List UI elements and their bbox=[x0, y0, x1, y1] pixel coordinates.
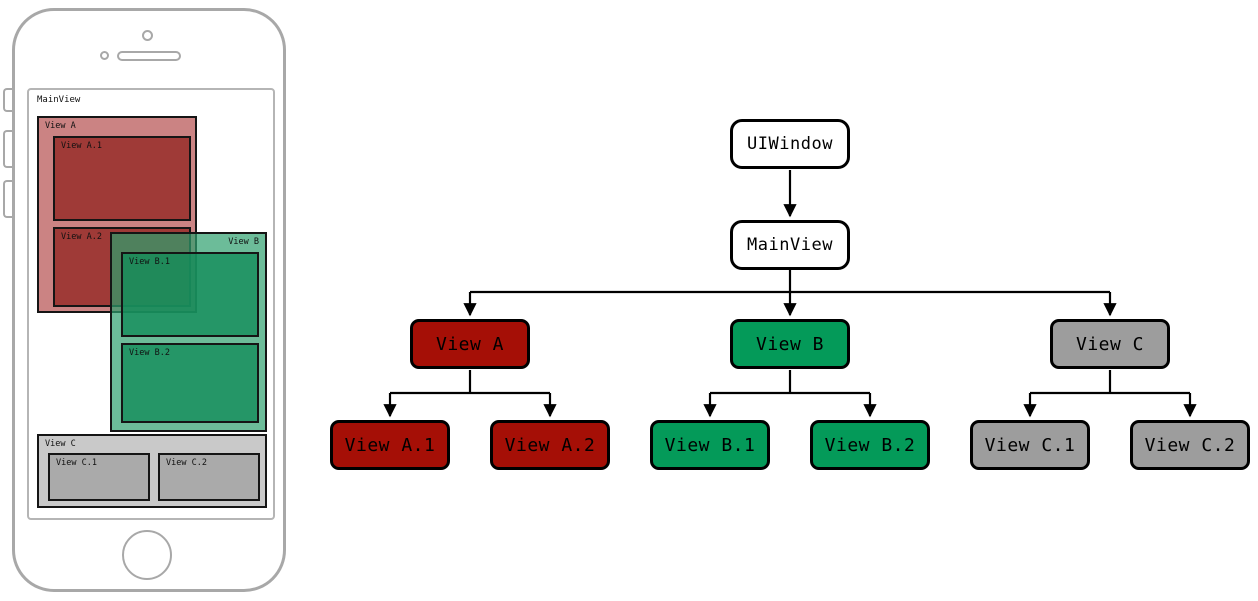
node-mainview[interactable]: MainView bbox=[730, 220, 850, 270]
mainview-label: MainView bbox=[37, 95, 81, 105]
phone-view-c2-label: View C.2 bbox=[166, 458, 207, 468]
node-view-a[interactable]: View A bbox=[410, 319, 530, 369]
node-view-c1[interactable]: View C.1 bbox=[970, 420, 1090, 470]
phone-screen: MainView View A View A.1 View A.2 View B… bbox=[27, 88, 275, 520]
phone-view-b2[interactable]: View B.2 bbox=[121, 343, 259, 423]
phone-mockup: MainView View A View A.1 View A.2 View B… bbox=[0, 0, 300, 601]
phone-view-a1[interactable]: View A.1 bbox=[53, 136, 191, 221]
node-view-c[interactable]: View C bbox=[1050, 319, 1170, 369]
phone-view-c1-label: View C.1 bbox=[56, 458, 97, 468]
phone-view-b-label: View B bbox=[228, 237, 259, 247]
volume-up-button[interactable] bbox=[3, 130, 14, 168]
proximity-sensor-icon bbox=[100, 51, 109, 60]
node-view-a2[interactable]: View A.2 bbox=[490, 420, 610, 470]
earpiece-speaker-icon bbox=[117, 51, 181, 61]
phone-view-b2-label: View B.2 bbox=[129, 348, 170, 358]
phone-view-c[interactable]: View C View C.1 View C.2 bbox=[37, 434, 267, 508]
mute-switch-button[interactable] bbox=[3, 88, 14, 112]
tree-connectors bbox=[383, 170, 1197, 418]
phone-view-c2[interactable]: View C.2 bbox=[158, 453, 260, 501]
node-uiwindow[interactable]: UIWindow bbox=[730, 119, 850, 169]
volume-down-button[interactable] bbox=[3, 180, 14, 218]
node-view-c2[interactable]: View C.2 bbox=[1130, 420, 1250, 470]
phone-view-b[interactable]: View B View B.1 View B.2 bbox=[110, 232, 267, 432]
node-view-a1[interactable]: View A.1 bbox=[330, 420, 450, 470]
phone-view-b1[interactable]: View B.1 bbox=[121, 252, 259, 337]
phone-view-c-label: View C bbox=[45, 439, 76, 449]
phone-view-c1[interactable]: View C.1 bbox=[48, 453, 150, 501]
node-view-b2[interactable]: View B.2 bbox=[810, 420, 930, 470]
camera-icon bbox=[142, 30, 153, 41]
phone-view-a2-label: View A.2 bbox=[61, 232, 102, 242]
view-hierarchy-tree: UIWindow MainView View A View B View C V… bbox=[300, 0, 1258, 601]
phone-view-b1-label: View B.1 bbox=[129, 257, 170, 267]
node-view-b1[interactable]: View B.1 bbox=[650, 420, 770, 470]
node-view-b[interactable]: View B bbox=[730, 319, 850, 369]
phone-view-a-label: View A bbox=[45, 121, 76, 131]
phone-view-a1-label: View A.1 bbox=[61, 141, 102, 151]
home-button-icon[interactable] bbox=[122, 530, 172, 580]
